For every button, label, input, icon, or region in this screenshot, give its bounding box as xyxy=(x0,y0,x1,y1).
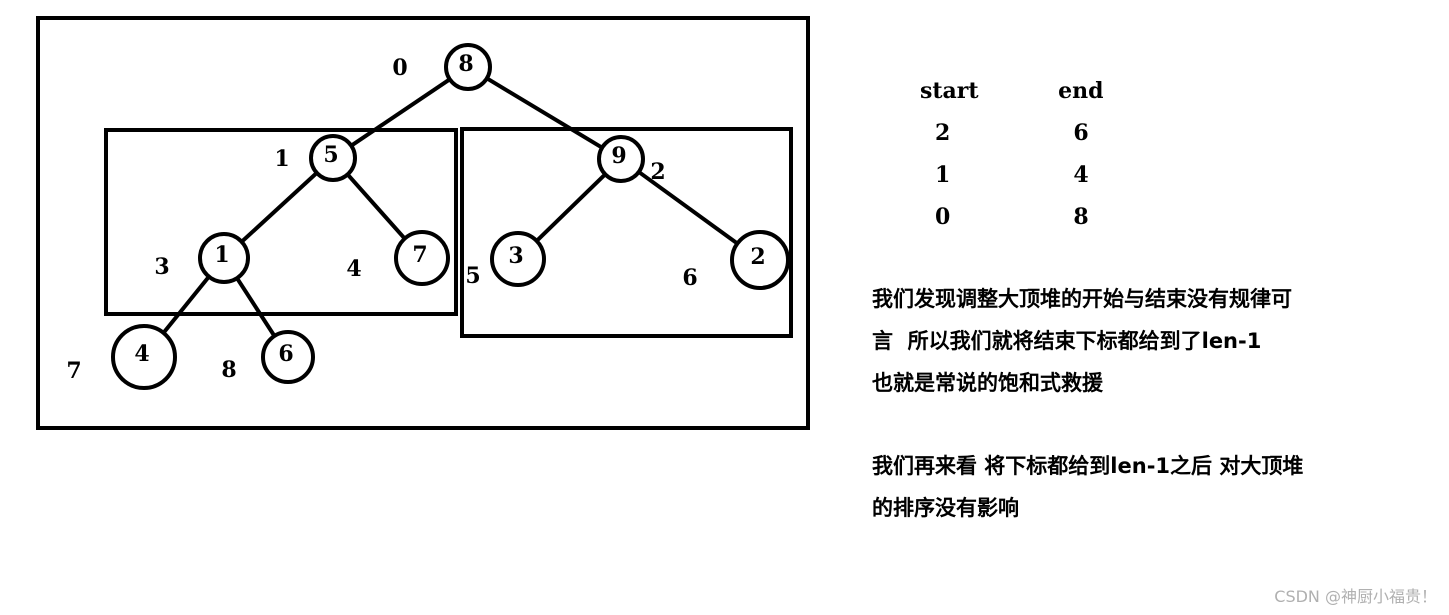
tree-node: 3 xyxy=(490,231,546,287)
tree-index-labels: 0 1 2 3 4 5 6 7 8 xyxy=(66,55,697,384)
tree-node: 2 xyxy=(730,230,790,290)
node-circle xyxy=(597,135,645,183)
node-circle xyxy=(198,232,250,284)
cell-start: 1 xyxy=(935,162,951,188)
table-row: 2 6 xyxy=(900,112,1160,154)
node-index-label: 4 xyxy=(346,256,361,282)
node-index-label: 2 xyxy=(650,159,665,185)
start-end-table: start end 2 6 1 4 0 8 xyxy=(900,70,1160,238)
node-value: 8 xyxy=(458,51,473,77)
tree-edge xyxy=(235,277,277,338)
node-value: 9 xyxy=(611,143,626,169)
node-circle xyxy=(111,324,177,390)
note-paragraph-1: 我们发现调整大顶堆的开始与结束没有规律可 言 所以我们就将结束下标都给到了len… xyxy=(872,287,1292,395)
tree-edge xyxy=(161,275,211,335)
node-value: 5 xyxy=(323,142,338,168)
tree-node: 4 xyxy=(111,324,177,390)
node-circle xyxy=(309,134,357,182)
node-value: 3 xyxy=(508,243,523,269)
node-value: 2 xyxy=(750,244,765,270)
tree-edge xyxy=(637,170,739,246)
cell-end: 6 xyxy=(1073,120,1089,146)
tree-nodes: 8 5 9 1 7 3 2 4 6 xyxy=(111,43,790,390)
table-row: 1 4 xyxy=(900,154,1160,196)
tree-node: 8 xyxy=(444,43,492,91)
node-index-label: 0 xyxy=(392,55,407,81)
tree-node: 5 xyxy=(309,134,357,182)
tree-edge xyxy=(350,77,451,148)
header-end: end xyxy=(1058,78,1104,104)
node-index-label: 1 xyxy=(274,146,289,172)
node-circle xyxy=(261,330,315,384)
cell-start: 0 xyxy=(935,204,951,230)
node-circle xyxy=(444,43,492,91)
right-subtree-frame xyxy=(460,127,793,338)
node-index-label: 7 xyxy=(66,358,81,384)
tree-edges xyxy=(161,76,739,338)
node-value: 6 xyxy=(278,341,293,367)
tree-node: 7 xyxy=(394,230,450,286)
node-circle xyxy=(394,230,450,286)
cell-end: 8 xyxy=(1073,204,1089,230)
table-row: 0 8 xyxy=(900,196,1160,238)
header-start: start xyxy=(920,78,979,104)
node-index-label: 3 xyxy=(154,254,169,280)
outer-frame xyxy=(36,16,810,430)
table-header-row: start end xyxy=(900,70,1160,112)
node-index-label: 8 xyxy=(221,357,236,383)
tree-edge xyxy=(485,76,604,150)
node-circle xyxy=(490,231,546,287)
tree-node: 9 xyxy=(597,135,645,183)
left-subtree-frame xyxy=(104,128,458,316)
node-value: 1 xyxy=(214,242,229,268)
cell-start: 2 xyxy=(935,120,951,146)
node-circle xyxy=(730,230,790,290)
node-index-label: 6 xyxy=(682,265,697,291)
tree-node: 1 xyxy=(198,232,250,284)
node-value: 7 xyxy=(412,242,427,268)
cell-end: 4 xyxy=(1073,162,1089,188)
tree-node: 6 xyxy=(261,330,315,384)
tree-edge xyxy=(240,171,319,244)
watermark: CSDN @神厨小福贵！ xyxy=(1274,587,1437,606)
tree-edge xyxy=(535,172,607,243)
node-index-label: 5 xyxy=(465,263,480,289)
note-paragraph-2: 我们再来看 将下标都给到len-1之后 对大顶堆 的排序没有影响 xyxy=(872,454,1304,520)
tree-edge xyxy=(346,173,407,240)
node-value: 4 xyxy=(134,341,149,367)
